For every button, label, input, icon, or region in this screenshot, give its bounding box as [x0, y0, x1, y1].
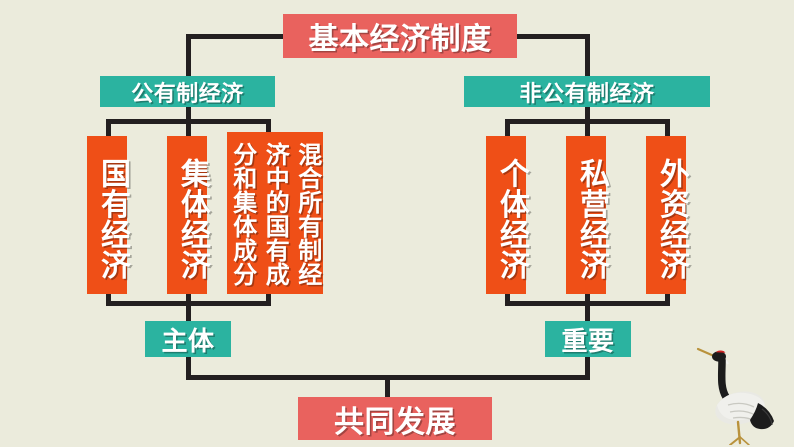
connector-nonpublic-to-private	[585, 119, 590, 137]
connector-merge-to-important	[585, 301, 590, 321]
node-mixed-column-3-text: 分和集体成分	[228, 142, 257, 286]
connector-collective-down	[186, 292, 191, 306]
node-foreign-funded-economy[interactable]: 外资经济	[646, 136, 689, 294]
node-collective-economy[interactable]: 集体经济	[167, 136, 210, 294]
node-nonpublic-label: 非公有制经济	[519, 81, 655, 107]
red-crowned-crane-icon	[696, 347, 774, 445]
connector-individual-down	[505, 292, 510, 306]
connector-nonpublic-to-foreign	[665, 119, 670, 137]
node-private-economy[interactable]: 私营经济	[566, 136, 609, 294]
node-result-principal[interactable]: 主体	[145, 321, 231, 357]
connector-mixed-down	[266, 292, 271, 306]
node-mixed-ownership-components[interactable]: 混合所有制经 济中的国有成 分和集体成分	[227, 132, 323, 294]
node-state-owned-label: 国有经济	[95, 158, 130, 280]
connector-public-to-state	[106, 119, 111, 137]
connector-state-down	[106, 292, 111, 306]
node-conclusion-common-development[interactable]: 共同发展	[298, 397, 492, 440]
connector-important-down	[585, 357, 590, 379]
node-collective-label: 集体经济	[175, 158, 210, 280]
connector-public-stem	[186, 106, 191, 124]
node-public-label: 公有制经济	[131, 81, 244, 107]
node-conclusion-label: 共同发展	[334, 404, 456, 440]
connector-nonpublic-stem	[585, 106, 590, 124]
node-individual-economy[interactable]: 个体经济	[486, 136, 529, 294]
connector-final-to-conclusion	[385, 375, 390, 397]
node-result-important[interactable]: 重要	[545, 321, 631, 357]
node-root-label: 基本经济制度	[308, 22, 492, 57]
node-mixed-column-1: 混合所有制经	[291, 136, 323, 306]
node-foreign-label: 外资经济	[654, 158, 689, 280]
node-principal-label: 主体	[161, 326, 215, 357]
connector-public-to-collective	[186, 119, 191, 137]
node-public-ownership-economy[interactable]: 公有制经济	[100, 76, 275, 107]
node-mixed-column-2: 济中的国有成	[259, 136, 291, 306]
connector-principal-down	[186, 357, 191, 379]
connector-root-to-public	[186, 34, 191, 76]
connector-merge-to-principal	[186, 301, 191, 321]
node-important-label: 重要	[561, 326, 615, 357]
node-root-basic-economic-system[interactable]: 基本经济制度	[283, 14, 517, 58]
connector-public-to-mixed	[266, 119, 271, 137]
connector-private-down	[585, 292, 590, 306]
node-nonpublic-ownership-economy[interactable]: 非公有制经济	[464, 76, 710, 107]
connector-root-to-nonpublic	[585, 34, 590, 76]
node-private-label: 私营经济	[574, 158, 609, 280]
connector-foreign-down	[665, 292, 670, 306]
node-mixed-column-3: 分和集体成分	[226, 136, 258, 306]
node-individual-label: 个体经济	[494, 158, 529, 280]
node-state-owned-economy[interactable]: 国有经济	[87, 136, 130, 294]
node-mixed-column-1-text: 混合所有制经	[293, 142, 322, 286]
node-mixed-column-2-text: 济中的国有成	[261, 142, 290, 286]
connector-nonpublic-to-individual	[505, 119, 510, 137]
